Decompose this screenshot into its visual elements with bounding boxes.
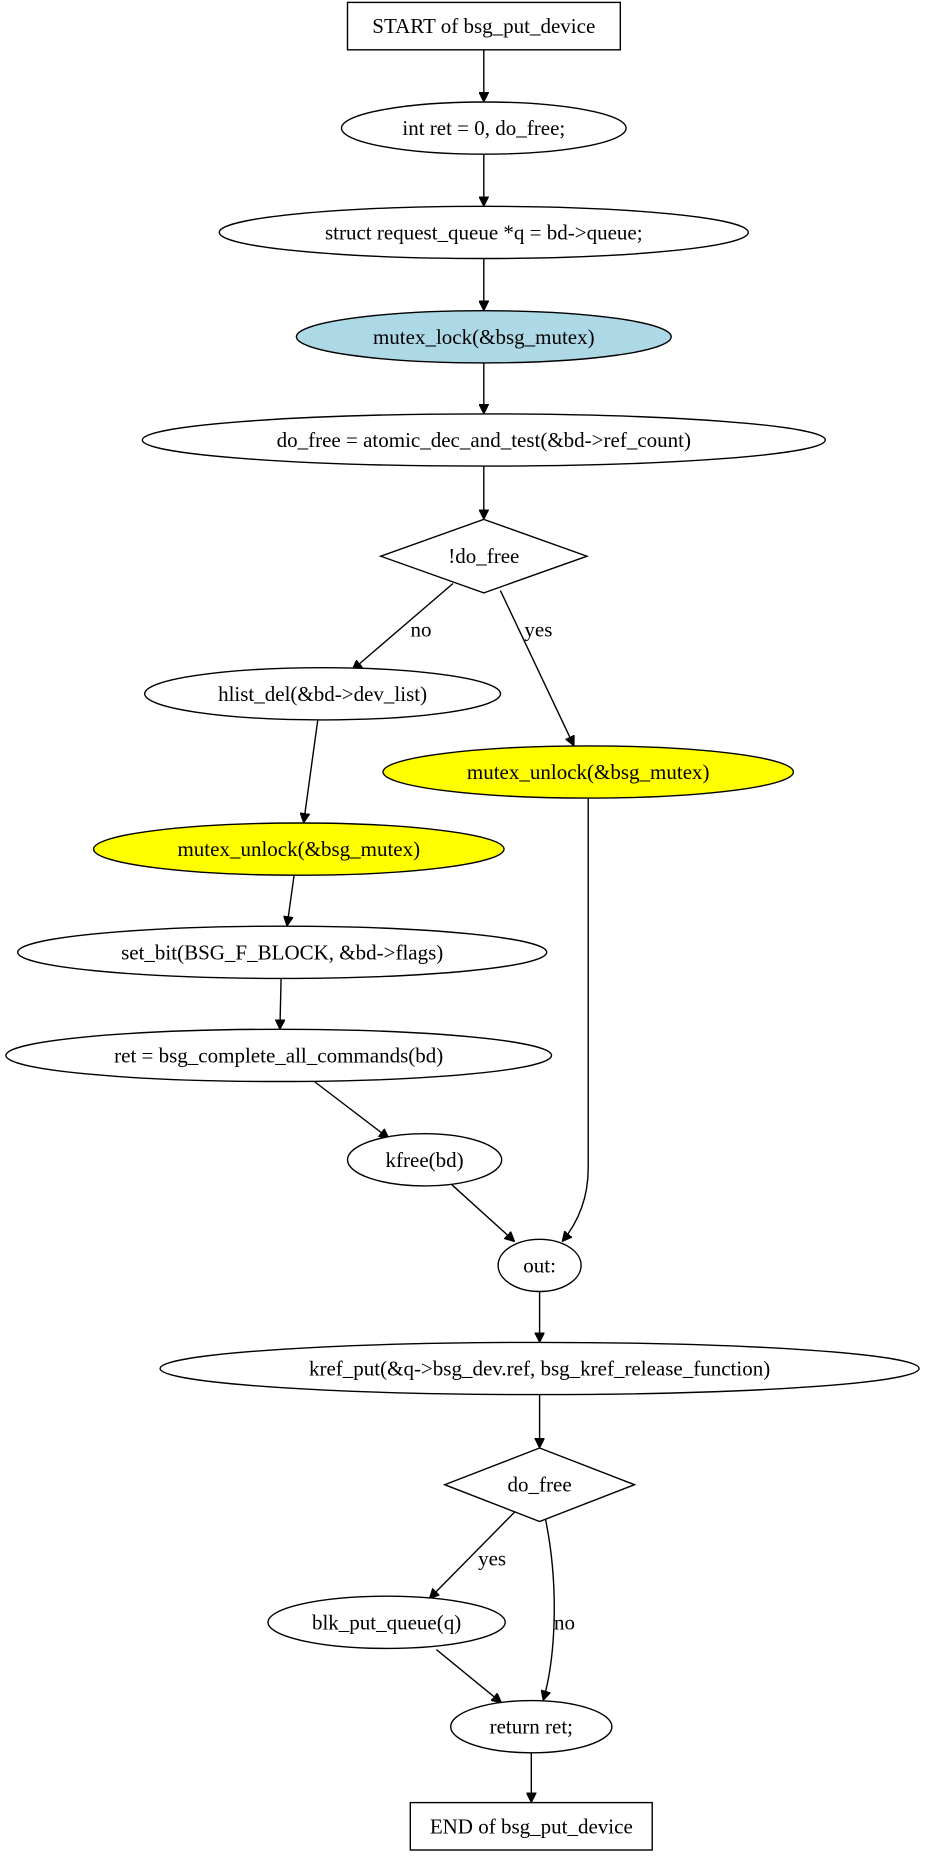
ellipse-shape (218, 205, 749, 260)
ellipse-shape (141, 413, 826, 467)
ellipse-shape (17, 925, 548, 980)
node-label: out: (523, 1253, 556, 1277)
node-mutex-unlock-no: mutex_unlock(&bsg_mutex) (92, 822, 505, 876)
edge-set_bit-to-complete_all (280, 978, 281, 1029)
edge-line (313, 1080, 389, 1139)
edge-line (352, 582, 454, 671)
node-kfree: kfree(bd) (346, 1133, 503, 1187)
edge-label-no: no (554, 1610, 575, 1634)
node-label: int ret = 0, do_free; (402, 116, 565, 140)
node-decl-ret: int ret = 0, do_free; (340, 101, 627, 155)
ellipse-shape (92, 822, 505, 876)
edge-cond_do_free-to-return_ret: no (543, 1518, 575, 1701)
node-cond-do-free: do_free (442, 1447, 637, 1523)
node-out-label: out: (497, 1238, 582, 1293)
edge-cond_not_do_free-to-hlist_del: no (352, 582, 454, 671)
node-label: do_free = atomic_dec_and_test(&bd->ref_c… (277, 428, 691, 452)
edge-line (429, 1511, 516, 1599)
edge-cond_do_free-to-blk_put_queue: yes (429, 1511, 516, 1599)
node-mutex-unlock-yes: mutex_unlock(&bsg_mutex) (382, 745, 795, 799)
ellipse-shape (497, 1238, 582, 1293)
node-label: blk_put_queue(q) (312, 1610, 461, 1634)
edge-line (304, 719, 319, 823)
node-label: START of bsg_put_device (372, 14, 595, 38)
edge-line (562, 798, 589, 1242)
node-complete-all: ret = bsg_complete_all_commands(bd) (5, 1028, 553, 1083)
diamond-shape (442, 1447, 637, 1523)
node-start: START of bsg_put_device (346, 1, 621, 51)
edge-hlist_del-to-mutex_unlock_no (304, 719, 319, 823)
node-blk-put-queue: blk_put_queue(q) (267, 1595, 506, 1650)
edge-mutex_unlock_yes-to-out_label (562, 798, 589, 1242)
node-label: struct request_queue *q = bd->queue; (325, 220, 643, 244)
edge-complete_all-to-kfree (313, 1080, 389, 1139)
edges-layer: no yes yes no (280, 49, 589, 1803)
node-label: return ret; (490, 1715, 573, 1739)
node-label: hlist_del(&bd->dev_list) (218, 682, 427, 706)
node-set-bit: set_bit(BSG_F_BLOCK, &bd->flags) (17, 925, 548, 980)
diamond-shape (378, 518, 590, 594)
edge-kfree-to-out_label (451, 1184, 515, 1242)
ellipse-shape (267, 1595, 506, 1650)
edge-line (499, 590, 574, 746)
edge-line (287, 875, 295, 926)
ellipse-shape (159, 1341, 920, 1396)
node-label: do_free (508, 1473, 572, 1497)
edge-cond_not_do_free-to-mutex_unlock_yes: yes (499, 590, 574, 746)
edge-line (543, 1518, 555, 1701)
edge-label-no: no (411, 618, 432, 642)
edge-mutex_unlock_no-to-set_bit (287, 875, 295, 926)
ellipse-shape (346, 1133, 503, 1187)
node-decl-q: struct request_queue *q = bd->queue; (218, 205, 749, 260)
ellipse-shape (5, 1028, 553, 1083)
node-label: mutex_unlock(&bsg_mutex) (177, 837, 420, 861)
node-label: mutex_lock(&bsg_mutex) (373, 325, 595, 349)
ellipse-shape (449, 1699, 613, 1754)
ellipse-shape (144, 667, 502, 721)
box-shape (346, 1, 621, 51)
node-do-free-assign: do_free = atomic_dec_and_test(&bd->ref_c… (141, 413, 826, 467)
node-label: ret = bsg_complete_all_commands(bd) (114, 1043, 443, 1067)
ellipse-shape (382, 745, 795, 799)
node-label: set_bit(BSG_F_BLOCK, &bd->flags) (121, 940, 443, 964)
edge-line (451, 1184, 515, 1242)
node-mutex-lock: mutex_lock(&bsg_mutex) (295, 309, 672, 364)
node-label: END of bsg_put_device (430, 1814, 633, 1838)
node-label: kfree(bd) (386, 1148, 464, 1172)
ellipse-shape (295, 309, 672, 364)
node-label: !do_free (448, 544, 519, 568)
node-kref-put: kref_put(&q->bsg_dev.ref, bsg_kref_relea… (159, 1341, 920, 1396)
node-label: kref_put(&q->bsg_dev.ref, bsg_kref_relea… (309, 1357, 770, 1381)
edge-line (280, 978, 281, 1029)
node-hlist-del: hlist_del(&bd->dev_list) (144, 667, 502, 721)
ellipse-shape (340, 101, 627, 155)
node-cond-not-do-free: !do_free (378, 518, 590, 594)
edge-label-yes: yes (478, 1546, 506, 1570)
box-shape (409, 1801, 653, 1851)
node-end: END of bsg_put_device (409, 1801, 653, 1851)
node-label: mutex_unlock(&bsg_mutex) (467, 760, 710, 784)
edge-label-yes: yes (524, 618, 552, 642)
node-return-ret: return ret; (449, 1699, 613, 1754)
edge-blk_put_queue-to-return_ret (435, 1649, 501, 1703)
edge-line (435, 1649, 501, 1703)
